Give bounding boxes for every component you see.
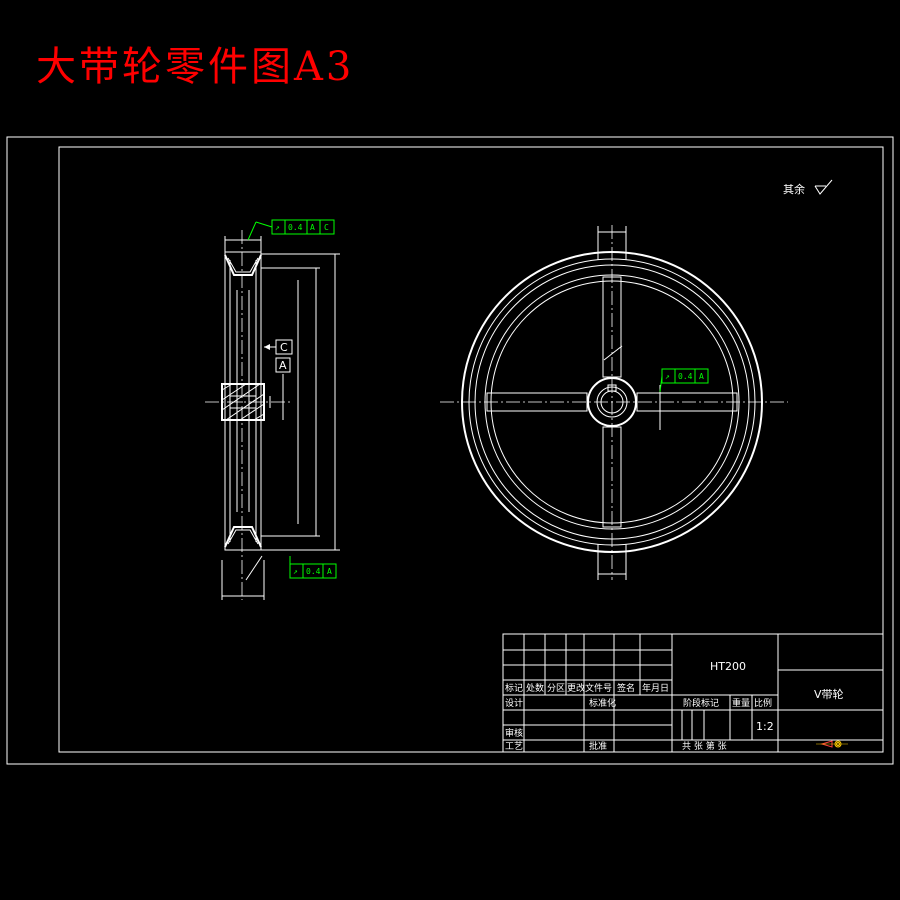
tol-side-value: 0.4 (678, 372, 693, 381)
leader-hub (603, 345, 623, 361)
bore-section (229, 395, 257, 409)
section-view (205, 230, 340, 600)
rim-groove-circle (468, 258, 756, 546)
tb-review: 审核 (505, 727, 523, 739)
front-view (440, 225, 788, 580)
tb-change-doc: 更改文件号 (567, 682, 612, 694)
groove-top (224, 254, 262, 276)
tol-bottom-value: 0.4 (306, 567, 321, 576)
scale-value: 1:2 (756, 720, 774, 733)
rim-outer-circle (461, 251, 763, 553)
datum-a-box (275, 357, 291, 373)
tb-count: 处数 (526, 682, 544, 694)
tb-process: 工艺 (505, 741, 523, 752)
title-block (502, 633, 884, 753)
tol-side-symbol: ↗ (665, 372, 670, 381)
datum-c-arrow (264, 344, 270, 350)
datum-c-label: C (280, 341, 288, 354)
tolerance-frame-side: ↗ 0.4 A (659, 368, 709, 393)
roughness-icon (814, 179, 833, 195)
page-title: 大带轮零件图A3 (36, 44, 355, 90)
tol-bottom-datum: A (327, 567, 332, 576)
tb-sign: 签名 (617, 682, 635, 694)
rim-inner-circle-2 (490, 280, 734, 524)
rim-inner-circle (484, 274, 740, 530)
hub-circle (587, 377, 637, 427)
tb-zone: 分区 (547, 683, 565, 694)
rim-outline (224, 251, 262, 551)
tol-side-datum: A (699, 372, 704, 381)
groove-bottom-hatch (227, 529, 259, 545)
part-name: V带轮 (814, 687, 844, 701)
projection-symbol-icon (816, 740, 848, 748)
groove-bottom (224, 526, 262, 548)
keyway (607, 384, 617, 392)
datum-c-box (275, 339, 293, 355)
tol-bottom-symbol: ↗ (293, 567, 298, 576)
tol-top-value: 0.4 (288, 223, 303, 232)
tb-approve: 批准 (589, 740, 607, 752)
hub-hatch (221, 383, 265, 421)
tol-top-datum1: A (310, 223, 315, 232)
tolerance-frame-bottom: ↗ 0.4 A (289, 556, 337, 579)
datum-a-label: A (279, 359, 287, 372)
tolerance-frame-top: ↗ 0.4 A C (247, 219, 335, 241)
outer-frame (6, 136, 894, 765)
tb-date: 年月日 (642, 682, 669, 694)
material-value: HT200 (710, 660, 746, 673)
tb-mark: 标记 (505, 682, 523, 694)
groove-leader (245, 555, 263, 581)
hub-section (221, 383, 265, 421)
tol-top-symbol: ↗ (275, 223, 280, 232)
roughness-note: 其余 (783, 182, 805, 196)
tb-sheets: 共 张 第 张 (682, 740, 727, 752)
tb-standardize: 标准化 (589, 697, 616, 709)
inner-frame (58, 146, 884, 753)
groove-top-hatch (227, 257, 259, 273)
bore-circle (596, 386, 628, 418)
tb-stage-mark: 阶段标记 (683, 697, 719, 709)
tb-scale: 比例 (754, 697, 772, 709)
tb-weight: 重量 (732, 697, 750, 709)
tb-design: 设计 (505, 697, 523, 709)
rim-groove-circle-2 (474, 264, 750, 540)
tol-top-datum2: C (324, 223, 329, 232)
